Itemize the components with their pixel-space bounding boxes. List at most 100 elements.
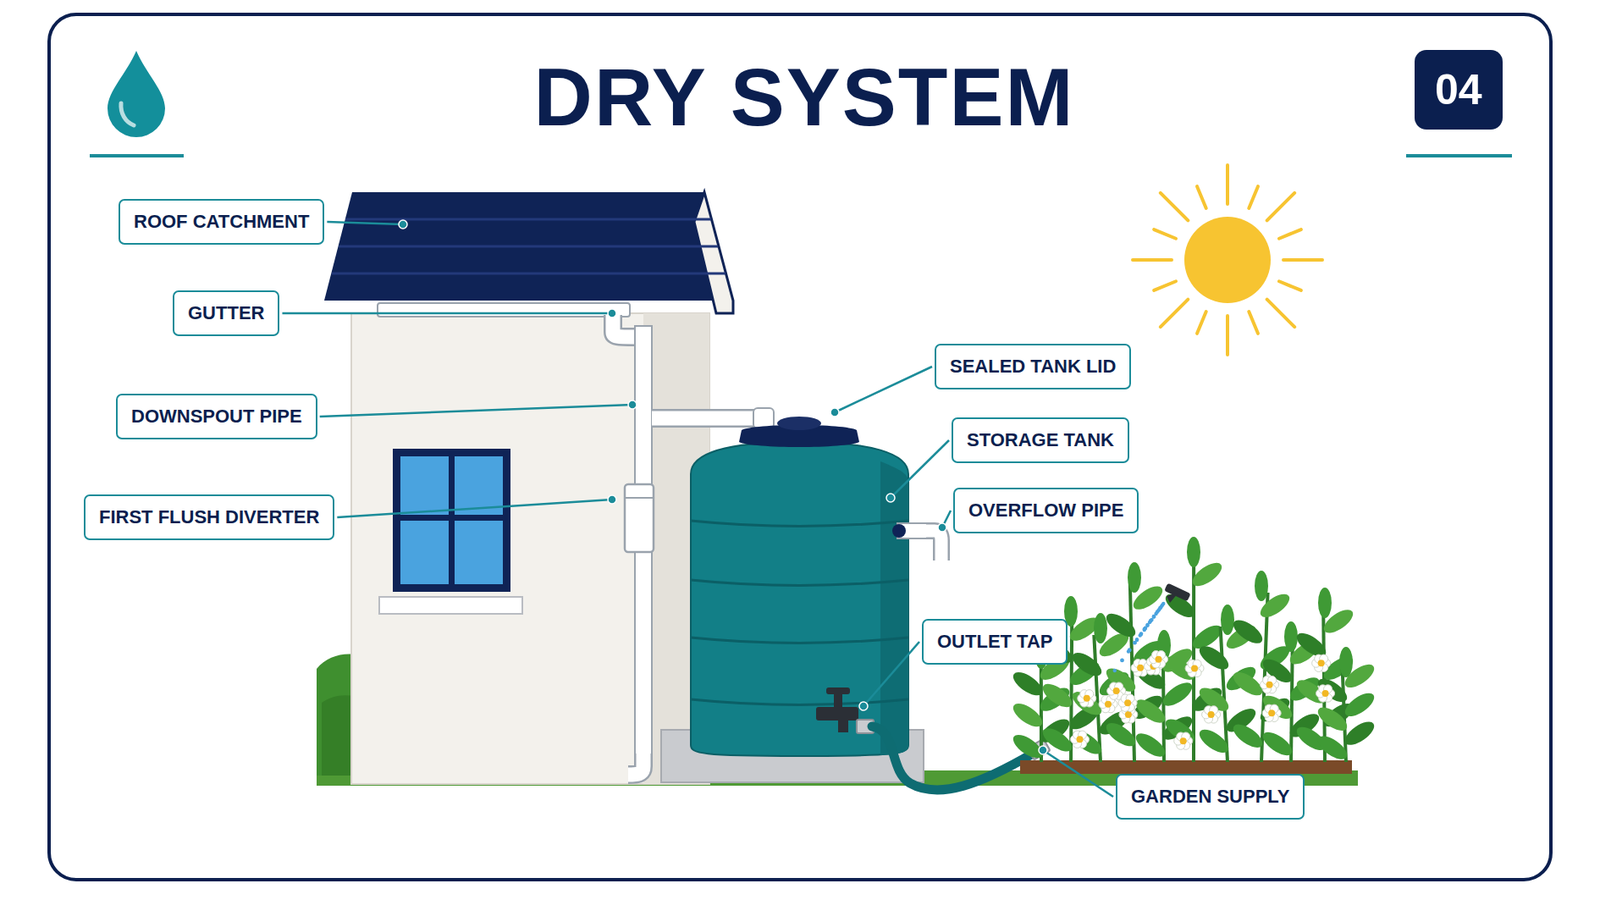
diagram-title: DRY SYSTEM (534, 50, 1076, 144)
tap-stem (833, 692, 843, 710)
water-drop (1145, 623, 1149, 628)
plant-leaf (1102, 718, 1139, 751)
callout-box: FIRST FLUSH DIVERTER (83, 494, 335, 541)
plant-leaf (1340, 717, 1378, 750)
rule (1406, 154, 1512, 158)
callout-box: DOWNSPOUT PIPE (115, 393, 318, 440)
tank-rib (690, 637, 909, 644)
lid-knob (777, 416, 822, 431)
callout-box: SEALED TANK LID (934, 343, 1132, 390)
water-drop (1135, 637, 1139, 641)
roof-gable (694, 192, 734, 314)
plant-leaf (1313, 731, 1351, 764)
sun-ray (1248, 311, 1258, 334)
flower-center (1136, 664, 1144, 672)
leader-dot (886, 493, 895, 503)
flower-center (1268, 709, 1275, 717)
sun-ray (1197, 311, 1207, 334)
flower-center (1083, 695, 1091, 702)
tank-rib (690, 699, 909, 706)
drop-icon (107, 50, 166, 138)
tap-spout (838, 718, 849, 733)
sun-ray (1153, 229, 1176, 239)
sun-ray (1279, 281, 1302, 291)
leader-dot (1038, 745, 1048, 755)
plant-leaf (1313, 702, 1351, 735)
leader-line (834, 366, 933, 413)
callout-label: OVERFLOW PIPE (968, 499, 1124, 522)
tap-handle (826, 687, 850, 695)
flower-center (1124, 699, 1132, 707)
leader-line (1042, 750, 1114, 797)
first-flush-diverter (624, 484, 654, 552)
flower-center (1208, 711, 1215, 718)
water-drop (1120, 658, 1124, 663)
water-drop (1149, 617, 1154, 622)
leader-dot (859, 701, 868, 711)
window-glass (400, 456, 503, 585)
plant-leaf (1318, 587, 1332, 618)
water-drop (1157, 607, 1161, 612)
window (392, 448, 511, 592)
water-drop (1127, 647, 1132, 652)
plant-leaf (1009, 699, 1046, 732)
flower-center (1322, 689, 1330, 697)
plant-leaf (1186, 536, 1201, 568)
callout-label: DOWNSPOUT PIPE (131, 405, 303, 428)
roof (324, 192, 734, 301)
diverter-band (624, 496, 654, 499)
leader-line (320, 404, 633, 417)
downspout-elbow (612, 314, 635, 337)
flower-center (1113, 687, 1120, 695)
leader-dot (937, 523, 947, 532)
slide-number-badge: 04 (1414, 49, 1503, 130)
window-sill (379, 596, 523, 614)
water-drop (1120, 658, 1124, 663)
downspout-shoe (628, 753, 644, 775)
sun-ray (1267, 193, 1296, 221)
plant-leaf (1093, 612, 1108, 644)
callout-box: STORAGE TANK (951, 417, 1130, 464)
sprinkler (1164, 583, 1191, 603)
sun (1132, 165, 1323, 355)
sun-ray (1153, 281, 1176, 291)
inlet-elbow (753, 408, 774, 429)
rule (89, 154, 184, 158)
sun-ray (1160, 193, 1189, 221)
plant-leaf (1127, 562, 1142, 593)
callout-label: FIRST FLUSH DIVERTER (99, 506, 320, 529)
frame (49, 14, 1551, 880)
tank-rib (690, 579, 909, 586)
plant-leaf (1339, 646, 1353, 678)
sun-ray (1225, 315, 1230, 355)
water-drop (1113, 668, 1117, 673)
callout-box: GUTTER (172, 290, 280, 337)
plant-leaf (1313, 674, 1351, 707)
sun-ray (1248, 186, 1258, 209)
water-drop (1139, 632, 1143, 636)
plant-leaf (1157, 629, 1171, 661)
plant-leaf (1195, 725, 1232, 758)
drop-shine (121, 103, 134, 126)
sun-ray (1225, 165, 1230, 205)
plant-leaf (1229, 615, 1266, 648)
leader-line (326, 221, 403, 225)
flower-center (1191, 664, 1198, 672)
leader-dot (607, 495, 617, 504)
sun-ray (1267, 299, 1296, 328)
plant-leaf (1195, 641, 1232, 674)
water-drop (1135, 638, 1139, 642)
downspout-elbow (612, 314, 635, 337)
roof-line (331, 272, 726, 276)
flower-center (1155, 656, 1163, 663)
callout-box: OVERFLOW PIPE (953, 487, 1139, 534)
water-drop (1139, 631, 1143, 635)
sun-ray (1160, 299, 1189, 328)
flower-center (1266, 681, 1274, 689)
sun-ray (1283, 258, 1323, 262)
window-bar (400, 514, 503, 521)
callout-box: OUTLET TAP (921, 618, 1068, 665)
plant-leaf (1284, 621, 1298, 652)
callout-box: GARDEN SUPPLY (1115, 773, 1305, 820)
roof-line (338, 245, 718, 249)
